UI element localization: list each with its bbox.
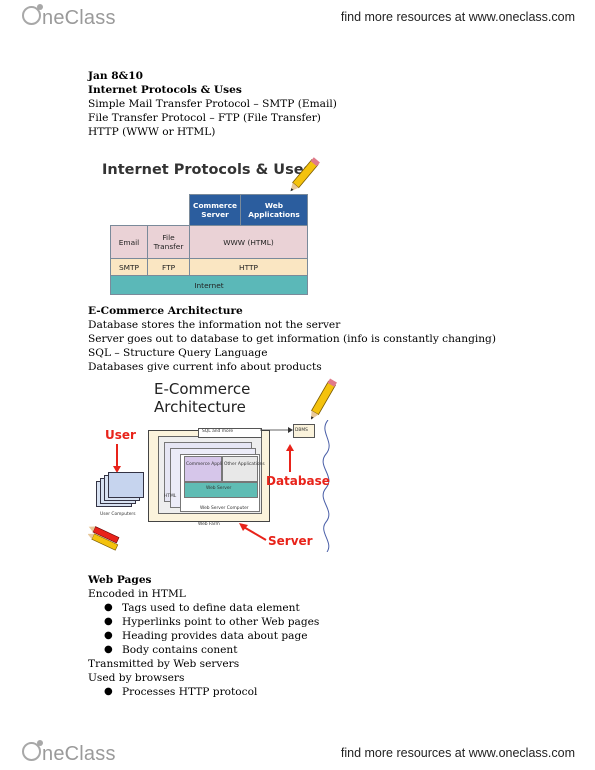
- protocol-line: HTTP (WWW or HTML): [88, 126, 216, 138]
- dbms-label: DBMS: [295, 428, 308, 433]
- wavy-line-decoration: [322, 420, 330, 552]
- web-farm-label: Web Farm: [198, 522, 220, 527]
- ecommerce-architecture-figure: E-Commerce Architecture User User Comput…: [88, 372, 341, 552]
- web-server-box: [184, 482, 258, 498]
- notes-date: Jan 8&10: [88, 70, 143, 82]
- arch-line: Database stores the information not the …: [88, 319, 341, 331]
- file-transfer-cell: File Transfer: [147, 225, 190, 259]
- encoded-line: Encoded in HTML: [88, 588, 186, 600]
- user-computers-stack: [96, 472, 144, 509]
- page-footer: neClass find more resources at www.onecl…: [0, 738, 595, 768]
- pencils-icon: [88, 526, 120, 551]
- dbms-box: [293, 424, 315, 438]
- transmitted-line: Transmitted by Web servers: [88, 658, 240, 670]
- http-cell: HTTP: [189, 258, 308, 276]
- pencil-icon: [310, 378, 337, 420]
- figure2-title-line1: E-Commerce: [154, 380, 251, 398]
- used-by-line: Used by browsers: [88, 672, 185, 684]
- other-apps-box: [222, 456, 258, 482]
- oneclass-logo[interactable]: neClass: [22, 740, 116, 766]
- smtp-cell: SMTP: [110, 258, 148, 276]
- figure2-title-line2: Architecture: [154, 398, 246, 416]
- heading-ecommerce-architecture: E-Commerce Architecture: [88, 305, 243, 317]
- oneclass-logo[interactable]: neClass: [22, 4, 116, 30]
- bullet-icon: ●: [104, 602, 113, 613]
- internet-protocols-figure: Internet Protocols & Uses Commerce Serve…: [88, 150, 326, 300]
- protocol-line: Simple Mail Transfer Protocol – SMTP (Em…: [88, 98, 337, 110]
- arch-line: Server goes out to database to get infor…: [88, 333, 496, 345]
- logo-o-icon: [22, 4, 43, 25]
- figure1-title: Internet Protocols & Uses: [102, 162, 313, 178]
- database-label: Database: [266, 474, 330, 488]
- heading-web-pages: Web Pages: [88, 574, 152, 586]
- web-server-label: Web Server: [206, 486, 232, 491]
- bullet-icon: ●: [104, 644, 113, 655]
- arrow-icon: [286, 444, 294, 472]
- ftp-cell: FTP: [147, 258, 190, 276]
- commerce-app-box: [184, 456, 222, 482]
- email-cell: Email: [110, 225, 148, 259]
- connector-line: [260, 427, 293, 433]
- other-apps-label: Other Applications: [224, 462, 265, 467]
- heading-internet-protocols: Internet Protocols & Uses: [88, 84, 242, 96]
- bullet-icon: ●: [104, 616, 113, 627]
- arrow-icon: [113, 444, 121, 473]
- server-label: Server: [268, 534, 313, 548]
- user-computers-label: User Computers: [100, 512, 136, 517]
- commerce-app-label: Commerce Application: [186, 462, 236, 467]
- sql-box: [198, 428, 262, 438]
- web-applications-cell: Web Applications: [240, 194, 308, 226]
- arrow-icon: [239, 523, 267, 541]
- web-server-computer-label: Web Server Computer: [200, 506, 249, 511]
- pencil-icon: [290, 157, 320, 192]
- html-label: HTML: [164, 494, 177, 499]
- arch-line: SQL – Structure Query Language: [88, 347, 268, 359]
- user-label: User: [105, 428, 136, 442]
- arch-line: Databases give current info about produc…: [88, 361, 322, 373]
- www-cell: WWW (HTML): [189, 225, 308, 259]
- bullet-icon: ●: [104, 686, 113, 697]
- logo-o-icon: [22, 740, 43, 761]
- bullet-icon: ●: [104, 630, 113, 641]
- header-tagline[interactable]: find more resources at www.oneclass.com: [340, 10, 575, 24]
- footer-tagline[interactable]: find more resources at www.oneclass.com: [340, 746, 575, 760]
- sql-label: SQL and more: [202, 429, 234, 434]
- page-header: neClass find more resources at www.onecl…: [0, 2, 595, 32]
- commerce-server-cell: Commerce Server: [189, 194, 241, 226]
- internet-cell: Internet: [110, 275, 308, 295]
- protocol-line: File Transfer Protocol – FTP (File Trans…: [88, 112, 321, 124]
